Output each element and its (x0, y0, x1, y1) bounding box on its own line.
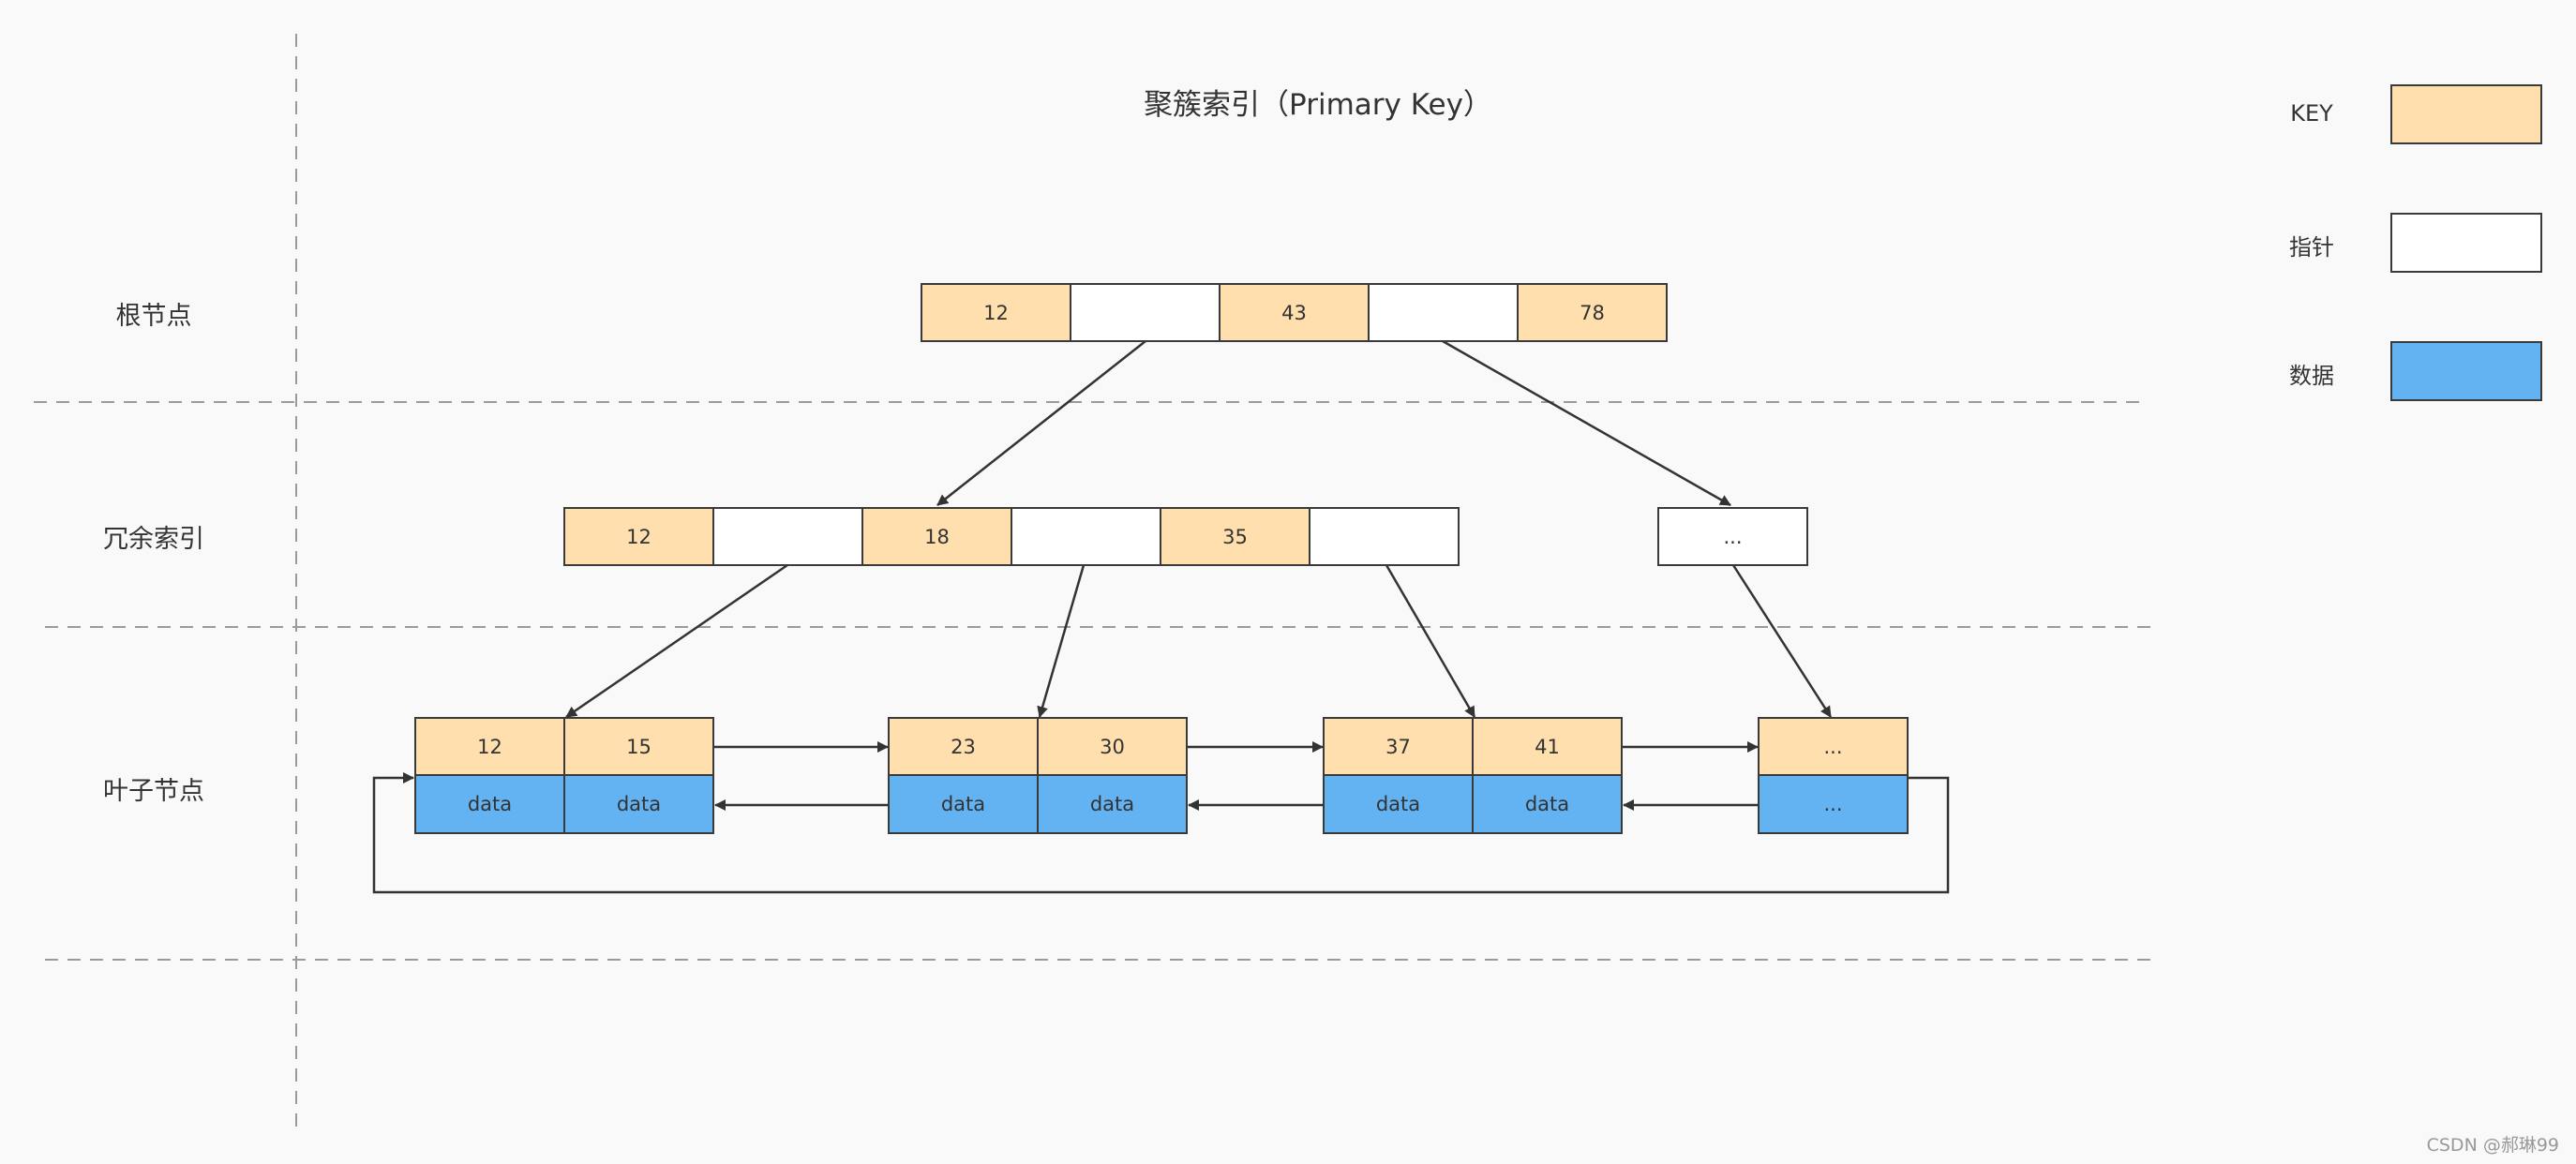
arrow-redundant-to-leaf-2 (1037, 564, 1086, 718)
redundant-other-node: ... (1657, 507, 1808, 566)
leaf-key-cell: 15 (563, 717, 714, 776)
row-label-leaf: 叶子节点 (103, 777, 204, 806)
leaf-key-cell: 41 (1472, 717, 1623, 776)
leaf-key-cell: 23 (888, 717, 1039, 776)
root-key-cell: 43 (1219, 283, 1370, 342)
leaf-key-cell: 37 (1323, 717, 1474, 776)
leaf-data-cell: data (563, 774, 714, 834)
redundant-key-cell: 18 (861, 507, 1012, 566)
legend-swatch-data (2390, 341, 2542, 401)
legend-label-data: 数据 (2289, 363, 2334, 389)
row-label-redundant: 冗余索引 (103, 525, 204, 554)
diagram-title: 聚簇索引（Primary Key） (1144, 88, 1492, 122)
redundant-pointer-cell (1309, 507, 1460, 566)
redundant-pointer-cell (1011, 507, 1161, 566)
leaf-data-cell: data (888, 774, 1039, 834)
arrow-leaf-wraparound (372, 772, 1950, 894)
arrow-redundant-to-leaf-3 (1385, 564, 1476, 718)
arrow-root-to-redundant (936, 340, 1146, 506)
leaf-data-cell: data (414, 774, 565, 834)
root-key-cell: 78 (1517, 283, 1668, 342)
arrow-redundant-to-leaf-1 (565, 563, 788, 719)
leaf-key-cell: ... (1758, 717, 1909, 776)
legend-label-pointer: 指针 (2289, 234, 2334, 261)
leaf-data-cell: data (1323, 774, 1474, 834)
leaf-data-cell: data (1472, 774, 1623, 834)
redundant-key-cell: 35 (1160, 507, 1310, 566)
row-label-root: 根节点 (115, 302, 192, 331)
leaf-key-cell: 30 (1037, 717, 1188, 776)
legend-swatch-pointer (2390, 213, 2542, 273)
arrow-other-to-leaf-4 (1731, 564, 1833, 718)
root-key-cell: 12 (921, 283, 1071, 342)
arrow-root-to-other (1442, 339, 1731, 507)
legend-swatch-key (2390, 84, 2542, 144)
watermark: CSDN @郝琳99 (2426, 1135, 2559, 1156)
redundant-key-cell: 12 (563, 507, 714, 566)
leaf-data-cell: data (1037, 774, 1188, 834)
root-pointer-cell (1070, 283, 1221, 342)
root-pointer-cell (1368, 283, 1519, 342)
leaf-data-cell: ... (1758, 774, 1909, 834)
redundant-pointer-cell (712, 507, 863, 566)
legend-label-key: KEY (2290, 100, 2333, 127)
leaf-key-cell: 12 (414, 717, 565, 776)
